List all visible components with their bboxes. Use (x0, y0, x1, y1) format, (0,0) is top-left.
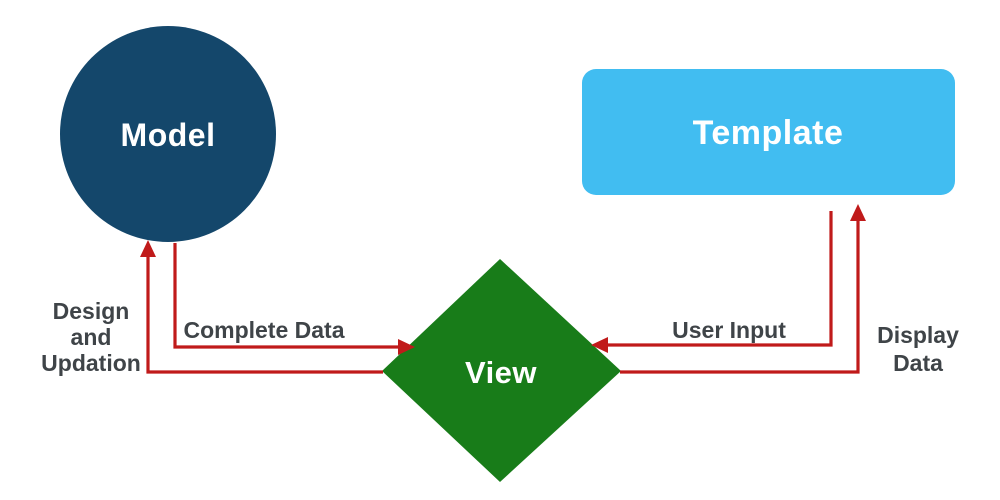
edge-complete-data-line (173, 243, 400, 349)
arrowhead-up-to-model (140, 240, 156, 257)
complete-data-label: Complete Data (183, 317, 344, 343)
display-data-line2: Data (893, 350, 943, 376)
edge-user-input-line (606, 211, 833, 347)
view-label: View (465, 355, 537, 390)
arrowhead-right-to-view (398, 339, 415, 355)
design-updation-line1: Design (53, 298, 130, 324)
user-input-label: User Input (672, 317, 786, 343)
arrowhead-up-to-template (850, 204, 866, 221)
edge-design-updation-line (146, 252, 383, 374)
edge-design-updation (140, 240, 383, 374)
edge-label-design-updation: Design and Updation (41, 298, 141, 376)
edge-user-input (591, 211, 833, 353)
template-node (582, 69, 955, 195)
display-data-line1: Display (877, 322, 959, 348)
design-updation-line3: Updation (41, 350, 141, 376)
edge-label-display-data: Display Data (877, 322, 959, 376)
edge-display-data-line (620, 217, 860, 374)
design-updation-line2: and (71, 324, 112, 350)
arrowhead-left-to-view (591, 337, 608, 353)
model-label: Model (121, 117, 216, 153)
edge-display-data (620, 204, 866, 374)
view-node (382, 259, 621, 482)
model-node (60, 26, 276, 242)
template-label: Template (693, 114, 844, 152)
edge-complete-data (173, 243, 415, 355)
